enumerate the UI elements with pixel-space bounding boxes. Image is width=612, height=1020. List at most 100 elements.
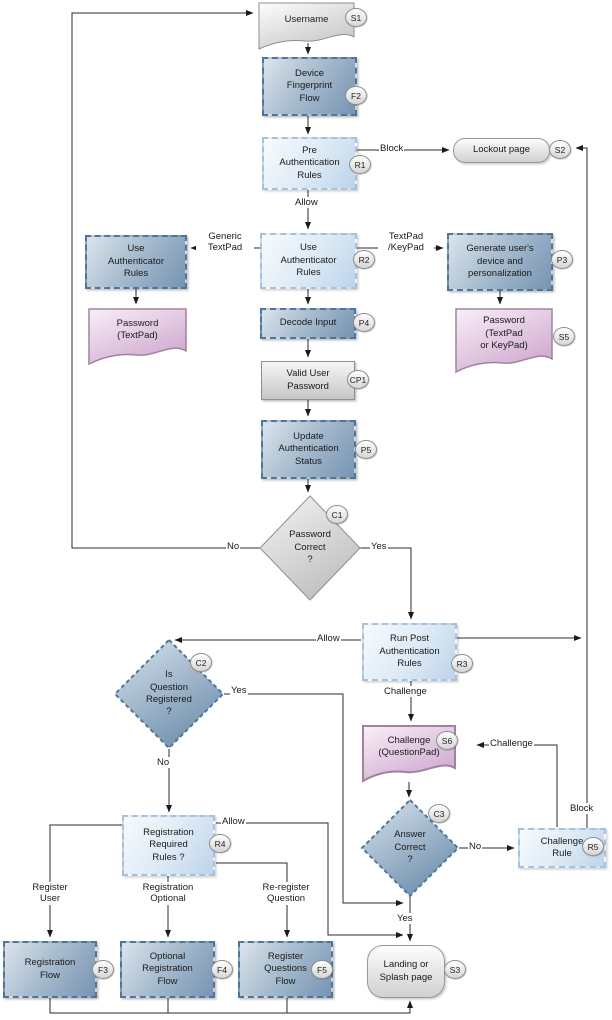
node-use-authenticator-rules-generic: Use Authenticator Rules — [85, 235, 187, 289]
edge-label-c3-no: No — [468, 841, 483, 853]
node-label: Generate user's device and personalizati… — [466, 243, 534, 280]
edge-r4-allow-to-s3-line — [216, 822, 404, 938]
node-valid-user-password: Valid User Password — [261, 361, 355, 400]
badge-r2: R2 — [353, 250, 375, 269]
edge-r4-register-user-to-f3 — [47, 824, 122, 938]
node-label: Register Questions Flow — [264, 950, 307, 987]
badge-label: F2 — [351, 90, 361, 101]
badge-f4: F4 — [211, 960, 233, 979]
badge-label: S2 — [554, 144, 566, 155]
edge-r5-block-to-s2 — [575, 145, 588, 828]
node-update-authentication-status: Update Authentication Status — [261, 420, 356, 479]
badge-r3: R3 — [451, 654, 473, 673]
node-landing-or-splash-page: Landing or Splash page — [367, 945, 445, 998]
badge-label: S5 — [558, 331, 570, 342]
badge-f5: F5 — [311, 960, 333, 979]
edge-label-c1-yes: Yes — [370, 541, 388, 553]
node-label: Landing or Splash page — [379, 959, 433, 983]
edge-r5-challenge-to-s6 — [476, 742, 558, 827]
edge-label-r1-allow: Allow — [294, 197, 319, 209]
badge-f2: F2 — [345, 86, 367, 105]
node-label: Registration Required Rules ? — [143, 826, 194, 863]
badge-c1: C1 — [326, 505, 348, 524]
badge-label: C2 — [195, 657, 207, 668]
edge-label-c1-no: No — [226, 541, 241, 553]
node-run-post-authentication-rules: Run Post Authentication Rules — [362, 623, 457, 681]
badge-cp1: CP1 — [347, 370, 369, 389]
edge-label-r3-challenge: Challenge — [383, 686, 428, 698]
node-generate-users-device-personalization: Generate user's device and personalizati… — [447, 233, 553, 291]
badge-label: P4 — [358, 317, 370, 328]
badge-label: R5 — [587, 841, 599, 852]
edge-label-reregister-question: Re-register Question — [252, 882, 320, 905]
node-label: Device Fingerprint Flow — [286, 67, 333, 104]
badge-label: S3 — [449, 964, 461, 975]
badge-label: S1 — [350, 12, 362, 23]
badge-s3: S3 — [444, 960, 466, 979]
node-registration-flow: Registration Flow — [3, 941, 97, 998]
badge-label: R4 — [214, 838, 226, 849]
edge-label-r1-block: Block — [379, 143, 405, 155]
badge-c3: C3 — [428, 804, 450, 823]
document-shape-challenge-questionpad — [362, 725, 456, 783]
node-label: Use Authenticator Rules — [108, 243, 164, 280]
edge-label-generic-textpad: Generic TextPad — [196, 231, 254, 254]
node-registration-required-rules: Registration Required Rules ? — [122, 815, 215, 876]
node-decode-input: Decode Input — [260, 308, 356, 339]
badge-label: R2 — [358, 254, 370, 265]
edge-c1-yes-to-r3 — [360, 547, 414, 620]
edge-label-r5-block: Block — [569, 803, 595, 815]
edge-r4-reregister-question-to-f5 — [216, 862, 290, 938]
edge-label-c2-yes: Yes — [230, 685, 248, 697]
badge-p5: P5 — [355, 440, 377, 459]
edge-label-textpad-keypad: TextPad /KeyPad — [378, 231, 434, 254]
badge-label: R3 — [456, 658, 468, 669]
node-device-fingerprint-flow: Device Fingerprint Flow — [262, 57, 357, 116]
node-label: Registration Flow — [24, 957, 76, 981]
edge-label-registration-optional: Registration Optional — [132, 882, 204, 905]
document-shape-password-textpad-keypad — [455, 308, 553, 374]
badge-label: S6 — [441, 735, 453, 746]
badge-s1: S1 — [345, 8, 367, 27]
node-use-authenticator-rules: Use Authenticator Rules — [260, 233, 357, 289]
badge-s5: S5 — [553, 327, 575, 346]
node-lockout-page: Lockout page — [453, 138, 550, 163]
badge-label: P5 — [360, 444, 372, 455]
node-label: Run Post Authentication Rules — [379, 633, 440, 670]
document-shape-username — [258, 2, 355, 50]
edge-label-c2-no: No — [156, 757, 171, 769]
edge-flows-to-s3-bottom — [49, 998, 413, 1014]
badge-s6: S6 — [436, 731, 458, 750]
badge-p4: P4 — [353, 313, 375, 332]
node-pre-authentication-rules: Pre Authentication Rules — [262, 137, 357, 190]
node-label: Decode Input — [279, 317, 337, 329]
badge-s2: S2 — [549, 140, 571, 159]
badge-label: F3 — [98, 964, 108, 975]
edge-label-r5-challenge: Challenge — [489, 738, 534, 750]
document-shape-password-textpad — [88, 308, 187, 366]
node-label: Pre Authentication Rules — [279, 144, 340, 181]
node-label: Lockout page — [472, 144, 531, 156]
badge-label: CP1 — [349, 374, 367, 385]
badge-c2: C2 — [190, 653, 212, 672]
badge-f3: F3 — [92, 960, 114, 979]
node-label: Valid User Password — [286, 368, 330, 392]
node-label: Update Authentication Status — [278, 430, 339, 467]
badge-r5: R5 — [582, 837, 604, 856]
node-label: Optional Registration Flow — [142, 950, 193, 987]
edge-c1-no-loop-to-username — [71, 10, 260, 549]
edge-label-r3-allow: Allow — [316, 633, 341, 645]
badge-label: F5 — [317, 964, 327, 975]
edge-label-register-user: Register User — [24, 882, 76, 905]
node-label: Use Authenticator Rules — [280, 242, 337, 279]
edge-label-r4-allow: Allow — [221, 816, 246, 828]
diamond-shape-answer-correct — [360, 798, 460, 898]
badge-p3: P3 — [551, 250, 573, 269]
badge-label: C1 — [331, 509, 343, 520]
badge-r4: R4 — [209, 834, 231, 853]
badge-label: P3 — [556, 254, 568, 265]
badge-r1: R1 — [349, 155, 371, 174]
edge-label-c3-yes: Yes — [396, 913, 414, 925]
badge-label: F4 — [217, 964, 227, 975]
